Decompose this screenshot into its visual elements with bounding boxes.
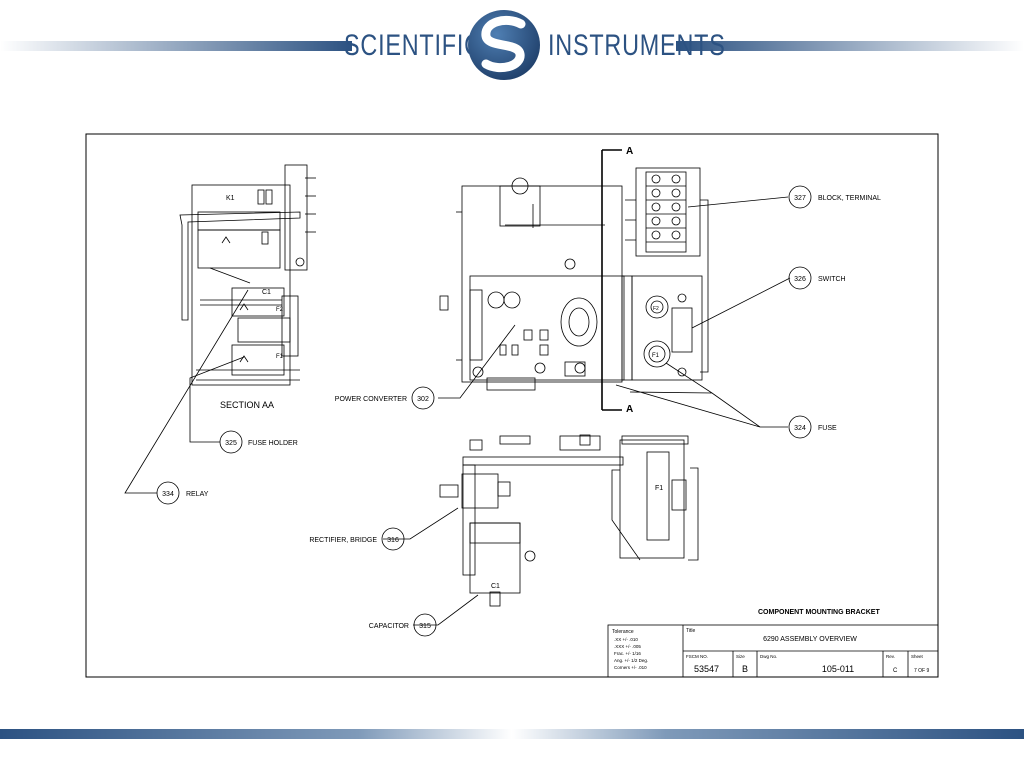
tolerance-line: Frac. +/- 1/16 [614, 651, 641, 656]
callout-label: FUSE HOLDER [248, 440, 298, 447]
title-block [607, 624, 939, 678]
tolerance-line: .XXX +/- .005 [614, 644, 641, 649]
rev-value: C [893, 668, 898, 674]
f1-label-top: F1 [652, 353, 660, 359]
callout-label: RELAY [186, 491, 209, 498]
c1-label-front: C1 [491, 583, 500, 590]
callout-number: 316 [387, 537, 399, 544]
callout-number: 327 [794, 195, 806, 202]
section-marker-top: A [626, 146, 633, 157]
header-bar-left [0, 41, 352, 51]
callout-number: 326 [794, 276, 806, 283]
f1-label-section: F1 [276, 354, 284, 360]
c1-label-section: C1 [262, 289, 271, 296]
size-heading: Size [736, 654, 745, 659]
callout-number: 325 [225, 440, 237, 447]
f2-label-top: F2 [653, 306, 659, 312]
drawing-title: 6290 ASSEMBLY OVERVIEW [763, 636, 857, 643]
tolerance-line: Corners +/- .010 [614, 665, 647, 670]
sheet-heading: Sheet [911, 654, 924, 659]
leader-lines [124, 196, 791, 626]
fscm-heading: FSCM NO. [686, 654, 708, 659]
callout-number: 302 [417, 396, 429, 403]
drawing-frame [85, 133, 939, 678]
tolerance-line: Ang. +/- 1/2 Deg. [614, 658, 648, 663]
section-aa-view [179, 164, 316, 386]
dwg-number: 105-011 [822, 664, 854, 674]
sheet-value: 7 OF 9 [914, 668, 930, 674]
callout-label: POWER CONVERTER [335, 396, 407, 403]
callout-label: RECTIFIER, BRIDGE [309, 537, 377, 544]
size-value: B [742, 664, 748, 674]
k1-label: K1 [226, 195, 235, 202]
f2-label-section: F2 [276, 307, 284, 313]
section-label: SECTION AA [220, 400, 274, 410]
dwg-heading: Dwg No. [760, 654, 777, 659]
section-marker-bottom: A [626, 404, 633, 415]
logo-icon [468, 10, 540, 80]
top-view [439, 167, 709, 391]
tolerance-heading: Tolerance [612, 629, 634, 635]
callout-number: 334 [162, 491, 174, 498]
terminal-block [645, 171, 687, 253]
bracket-caption: COMPONENT MOUNTING BRACKET [758, 609, 880, 616]
brand-name-left: SCIENTIFIC [344, 29, 482, 62]
fscm-number: 53547 [694, 664, 719, 674]
callout-number: 324 [794, 425, 806, 432]
callout-label: FUSE [818, 425, 837, 432]
footer-bar [0, 729, 1024, 739]
title-heading: Title [686, 628, 695, 634]
f1-label-front: F1 [655, 485, 663, 492]
callout-label: CAPACITOR [369, 623, 409, 630]
header-bar-right [676, 41, 1024, 51]
callout-label: SWITCH [818, 276, 846, 283]
front-view [439, 434, 699, 607]
tolerance-line: .XX +/- .010 [614, 637, 638, 642]
rev-heading: Rev. [886, 654, 895, 659]
callout-label: BLOCK, TERMINAL [818, 195, 881, 202]
callout-number: 315 [419, 623, 431, 630]
